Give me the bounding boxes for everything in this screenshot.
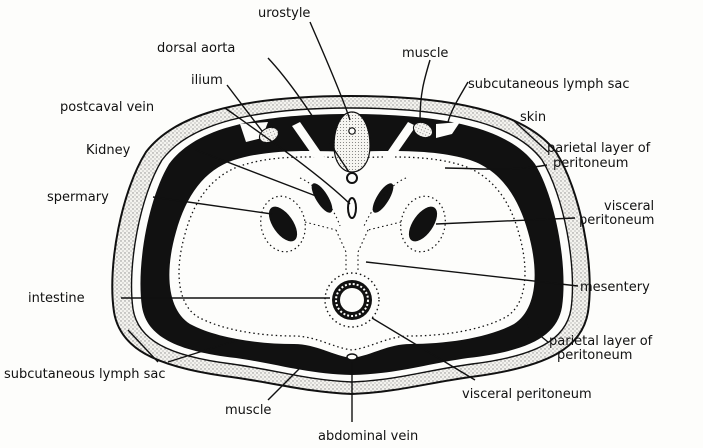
label-muscle-top: muscle (402, 46, 448, 61)
intestine-lumen (340, 288, 364, 312)
label-spermary: spermary (47, 190, 109, 205)
label-skin: skin (520, 110, 546, 125)
label-lymph-sac-bottom: subcutaneous lymph sac (4, 367, 166, 382)
label-mesentery: mesentery (580, 280, 650, 295)
label-kidney: Kidney (86, 143, 131, 158)
label-intestine: intestine (28, 291, 85, 306)
label-lymph-sac-top: subcutaneous lymph sac (468, 77, 630, 92)
label-parietal-top-2: peritoneum (553, 156, 628, 171)
dorsal-aorta-vessel (347, 173, 357, 183)
label-visceral-right-2: peritoneum (579, 213, 654, 228)
urostyle-canal (349, 128, 355, 134)
label-parietal-bottom-2: peritoneum (557, 348, 632, 363)
label-postcaval-vein: postcaval vein (60, 100, 154, 115)
label-visceral-right-1: visceral (604, 199, 654, 214)
postcaval-vein-vessel (348, 198, 356, 218)
label-visceral-bottom: visceral peritoneum (462, 387, 592, 402)
label-ilium: ilium (191, 73, 223, 88)
label-abdominal-vein: abdominal vein (318, 429, 418, 444)
urostyle (334, 112, 370, 172)
label-parietal-bottom-1: parietal layer of (549, 334, 653, 349)
label-parietal-top-1: parietal layer of (547, 141, 651, 156)
abdominal-vein-vessel (347, 354, 357, 360)
label-muscle-bottom: muscle (225, 403, 271, 418)
label-urostyle: urostyle (258, 6, 310, 21)
label-dorsal-aorta: dorsal aorta (157, 41, 235, 56)
